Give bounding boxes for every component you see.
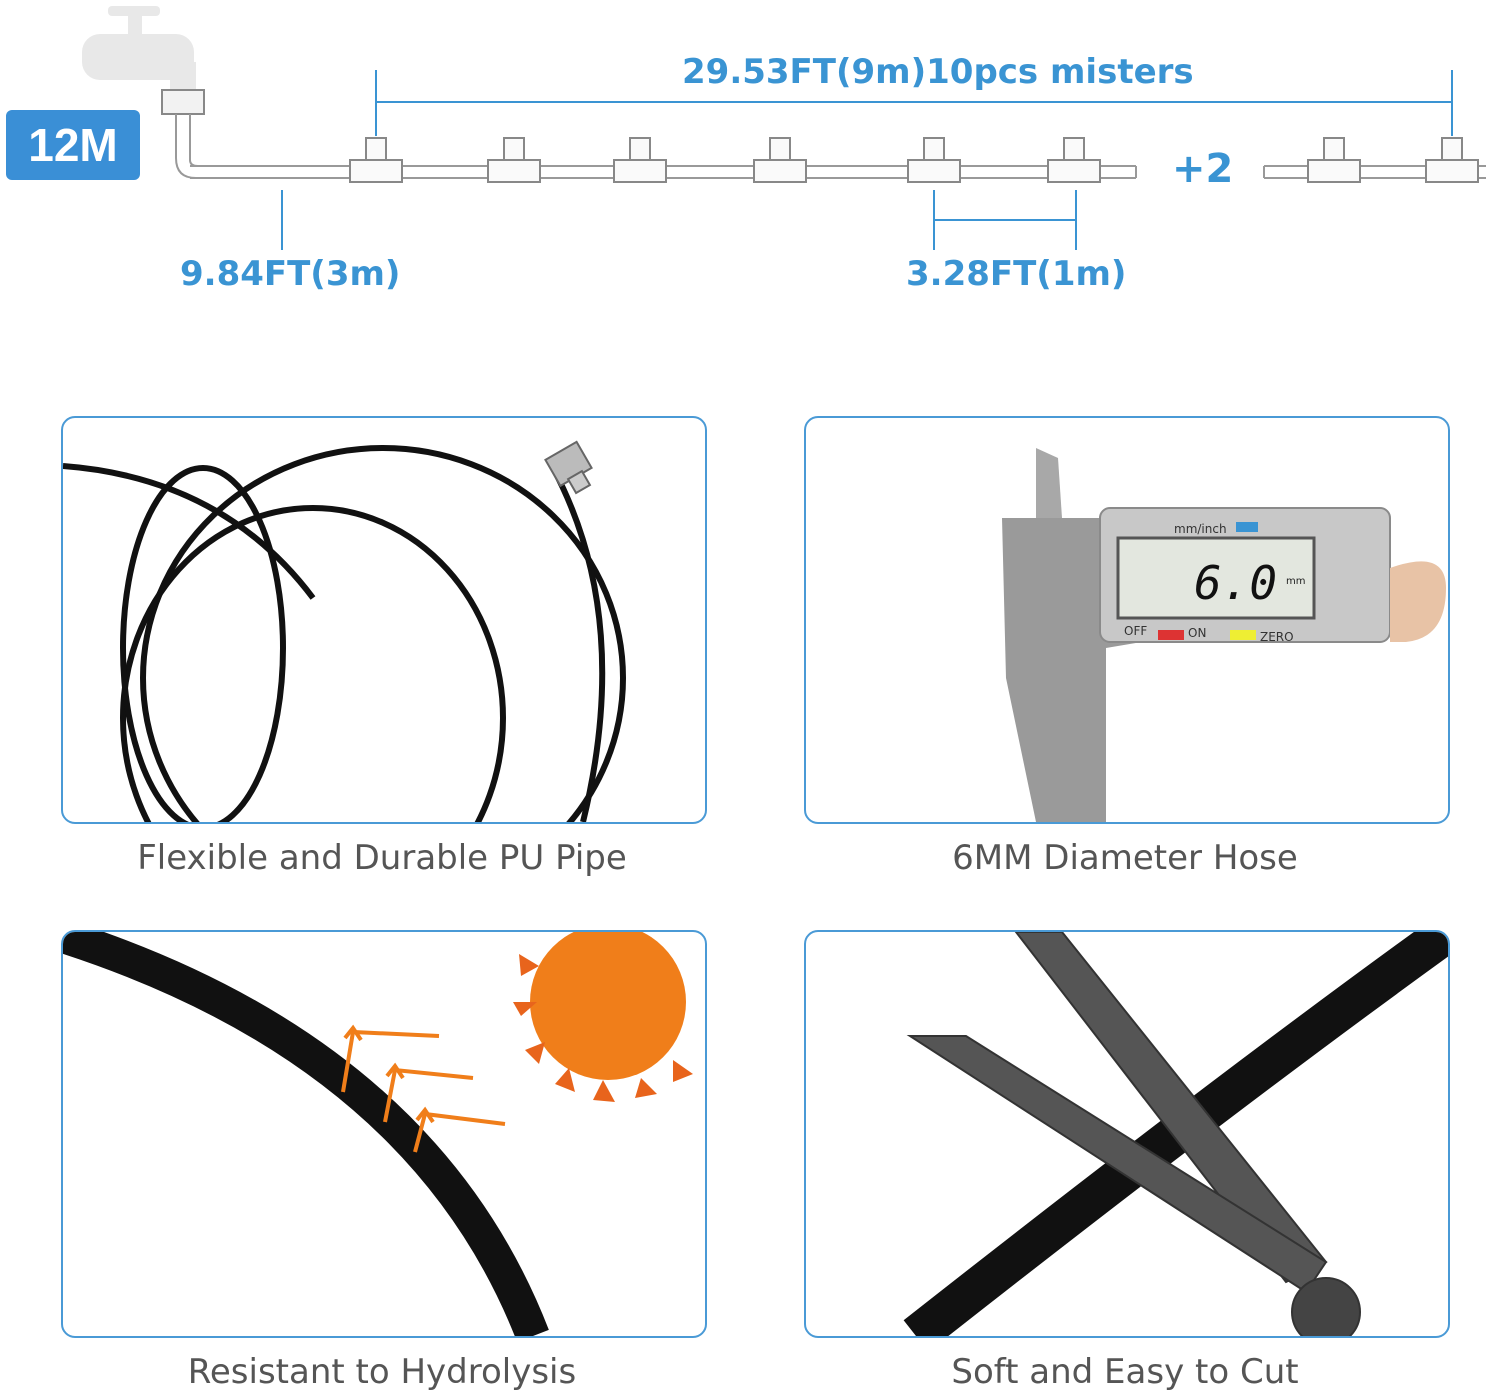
sun-icon	[513, 932, 693, 1102]
pipe-layout-drawing	[82, 6, 1486, 250]
spacing-length-label: 3.28FT(1m)	[906, 254, 1127, 294]
tee-fittings	[349, 137, 1479, 183]
panel-diameter: 6.0 mm mm/inch OFF ON ZERO	[804, 416, 1450, 824]
caliper-unit: mm	[1286, 576, 1306, 587]
scissors-cut-image	[903, 932, 1448, 1336]
scissors-icon	[906, 932, 1361, 1336]
caliper-off-label: OFF	[1124, 624, 1148, 638]
panel-easy-cut	[804, 930, 1450, 1338]
dimension-lines	[281, 70, 1453, 250]
caption-hydrolysis: Resistant to Hydrolysis	[187, 1352, 577, 1392]
extra-count-label: +2	[1172, 146, 1234, 192]
panel-hydrolysis	[61, 930, 707, 1338]
misters-length-label: 29.53FT(9m)10pcs misters	[682, 52, 1194, 92]
caption-easy-cut: Soft and Easy to Cut	[951, 1352, 1299, 1392]
hex-fitting-icon	[544, 440, 593, 495]
hose-sun-image	[63, 932, 693, 1336]
caliper-zero-label: ZERO	[1260, 630, 1294, 644]
caliper-reading: 6.0	[1194, 556, 1278, 610]
panel-flexible-pipe	[61, 416, 707, 824]
reflection-arrows-icon	[341, 1024, 506, 1153]
caption-flexible-pipe: Flexible and Durable PU Pipe	[137, 838, 627, 878]
caliper-header: mm/inch	[1174, 522, 1227, 536]
length-badge: 12M	[6, 110, 140, 180]
coiled-hose-image	[63, 440, 626, 822]
faucet-icon	[82, 6, 196, 96]
lead-length-label: 9.84FT(3m)	[180, 254, 401, 294]
caliper-image	[1002, 448, 1446, 822]
caliper-on-label: ON	[1188, 626, 1207, 640]
caption-diameter: 6MM Diameter Hose	[952, 838, 1298, 878]
